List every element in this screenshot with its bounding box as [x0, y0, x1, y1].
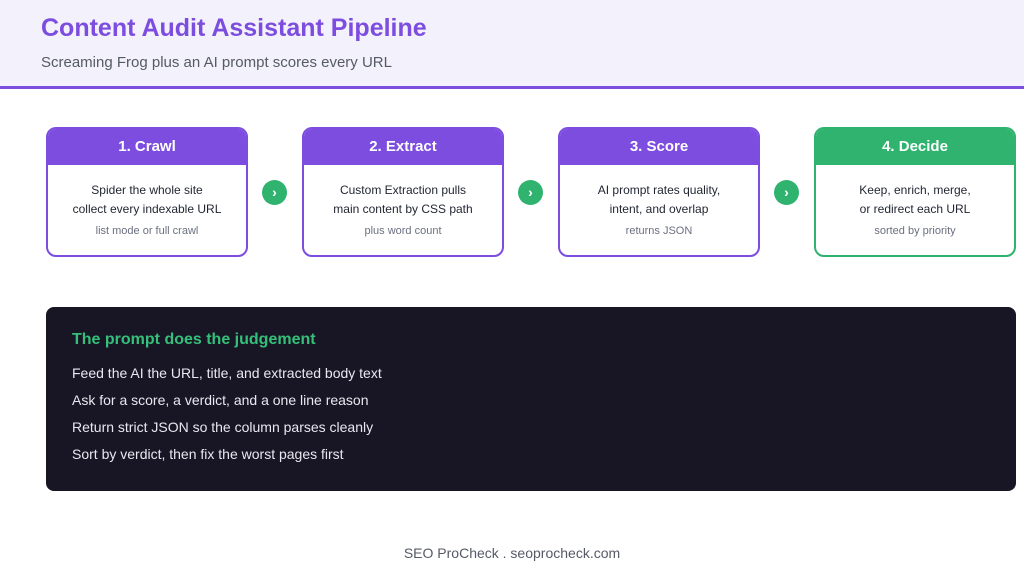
page-subtitle: Screaming Frog plus an AI prompt scores …	[41, 54, 392, 71]
step-note: plus word count	[364, 225, 442, 237]
step-card-extract: 2. Extract Custom Extraction pulls main …	[302, 127, 504, 257]
step-desc-line-2: intent, and overlap	[609, 202, 709, 216]
footer-credit: SEO ProCheck . seoprocheck.com	[403, 545, 621, 561]
prompt-panel: The prompt does the judgement Feed the A…	[46, 307, 1016, 491]
step-note: sorted by priority	[874, 225, 956, 237]
step-desc-line-2: main content by CSS path	[333, 202, 473, 216]
panel-title: The prompt does the judgement	[72, 331, 316, 348]
chevron-right-icon: ›	[262, 180, 287, 205]
step-title: 1. Crawl	[48, 129, 246, 165]
step-desc-line-2: or redirect each URL	[859, 202, 971, 216]
chevron-right-icon: ›	[518, 180, 543, 205]
step-desc-line-1: Custom Extraction pulls	[339, 183, 467, 197]
step-note: list mode or full crawl	[95, 225, 199, 237]
step-title: 3. Score	[560, 129, 758, 165]
header-divider	[0, 86, 1024, 89]
step-note: returns JSON	[625, 225, 693, 237]
step-card-score: 3. Score AI prompt rates quality, intent…	[558, 127, 760, 257]
step-desc-line-2: collect every indexable URL	[72, 202, 222, 216]
step-card-crawl: 1. Crawl Spider the whole site collect e…	[46, 127, 248, 257]
step-title: 4. Decide	[816, 129, 1014, 165]
panel-line: Sort by verdict, then fix the worst page…	[72, 446, 344, 462]
step-desc-line-1: Keep, enrich, merge,	[859, 183, 971, 197]
panel-line: Ask for a score, a verdict, and a one li…	[72, 392, 369, 408]
header: Content Audit Assistant Pipeline Screami…	[0, 0, 1024, 86]
step-desc-line-1: Spider the whole site	[91, 183, 203, 197]
page-title: Content Audit Assistant Pipeline	[41, 14, 427, 42]
step-card-decide: 4. Decide Keep, enrich, merge, or redire…	[814, 127, 1016, 257]
step-desc-line-1: AI prompt rates quality,	[597, 183, 721, 197]
chevron-right-icon: ›	[774, 180, 799, 205]
panel-line: Return strict JSON so the column parses …	[72, 419, 374, 435]
panel-line: Feed the AI the URL, title, and extracte…	[72, 365, 382, 381]
step-title: 2. Extract	[304, 129, 502, 165]
